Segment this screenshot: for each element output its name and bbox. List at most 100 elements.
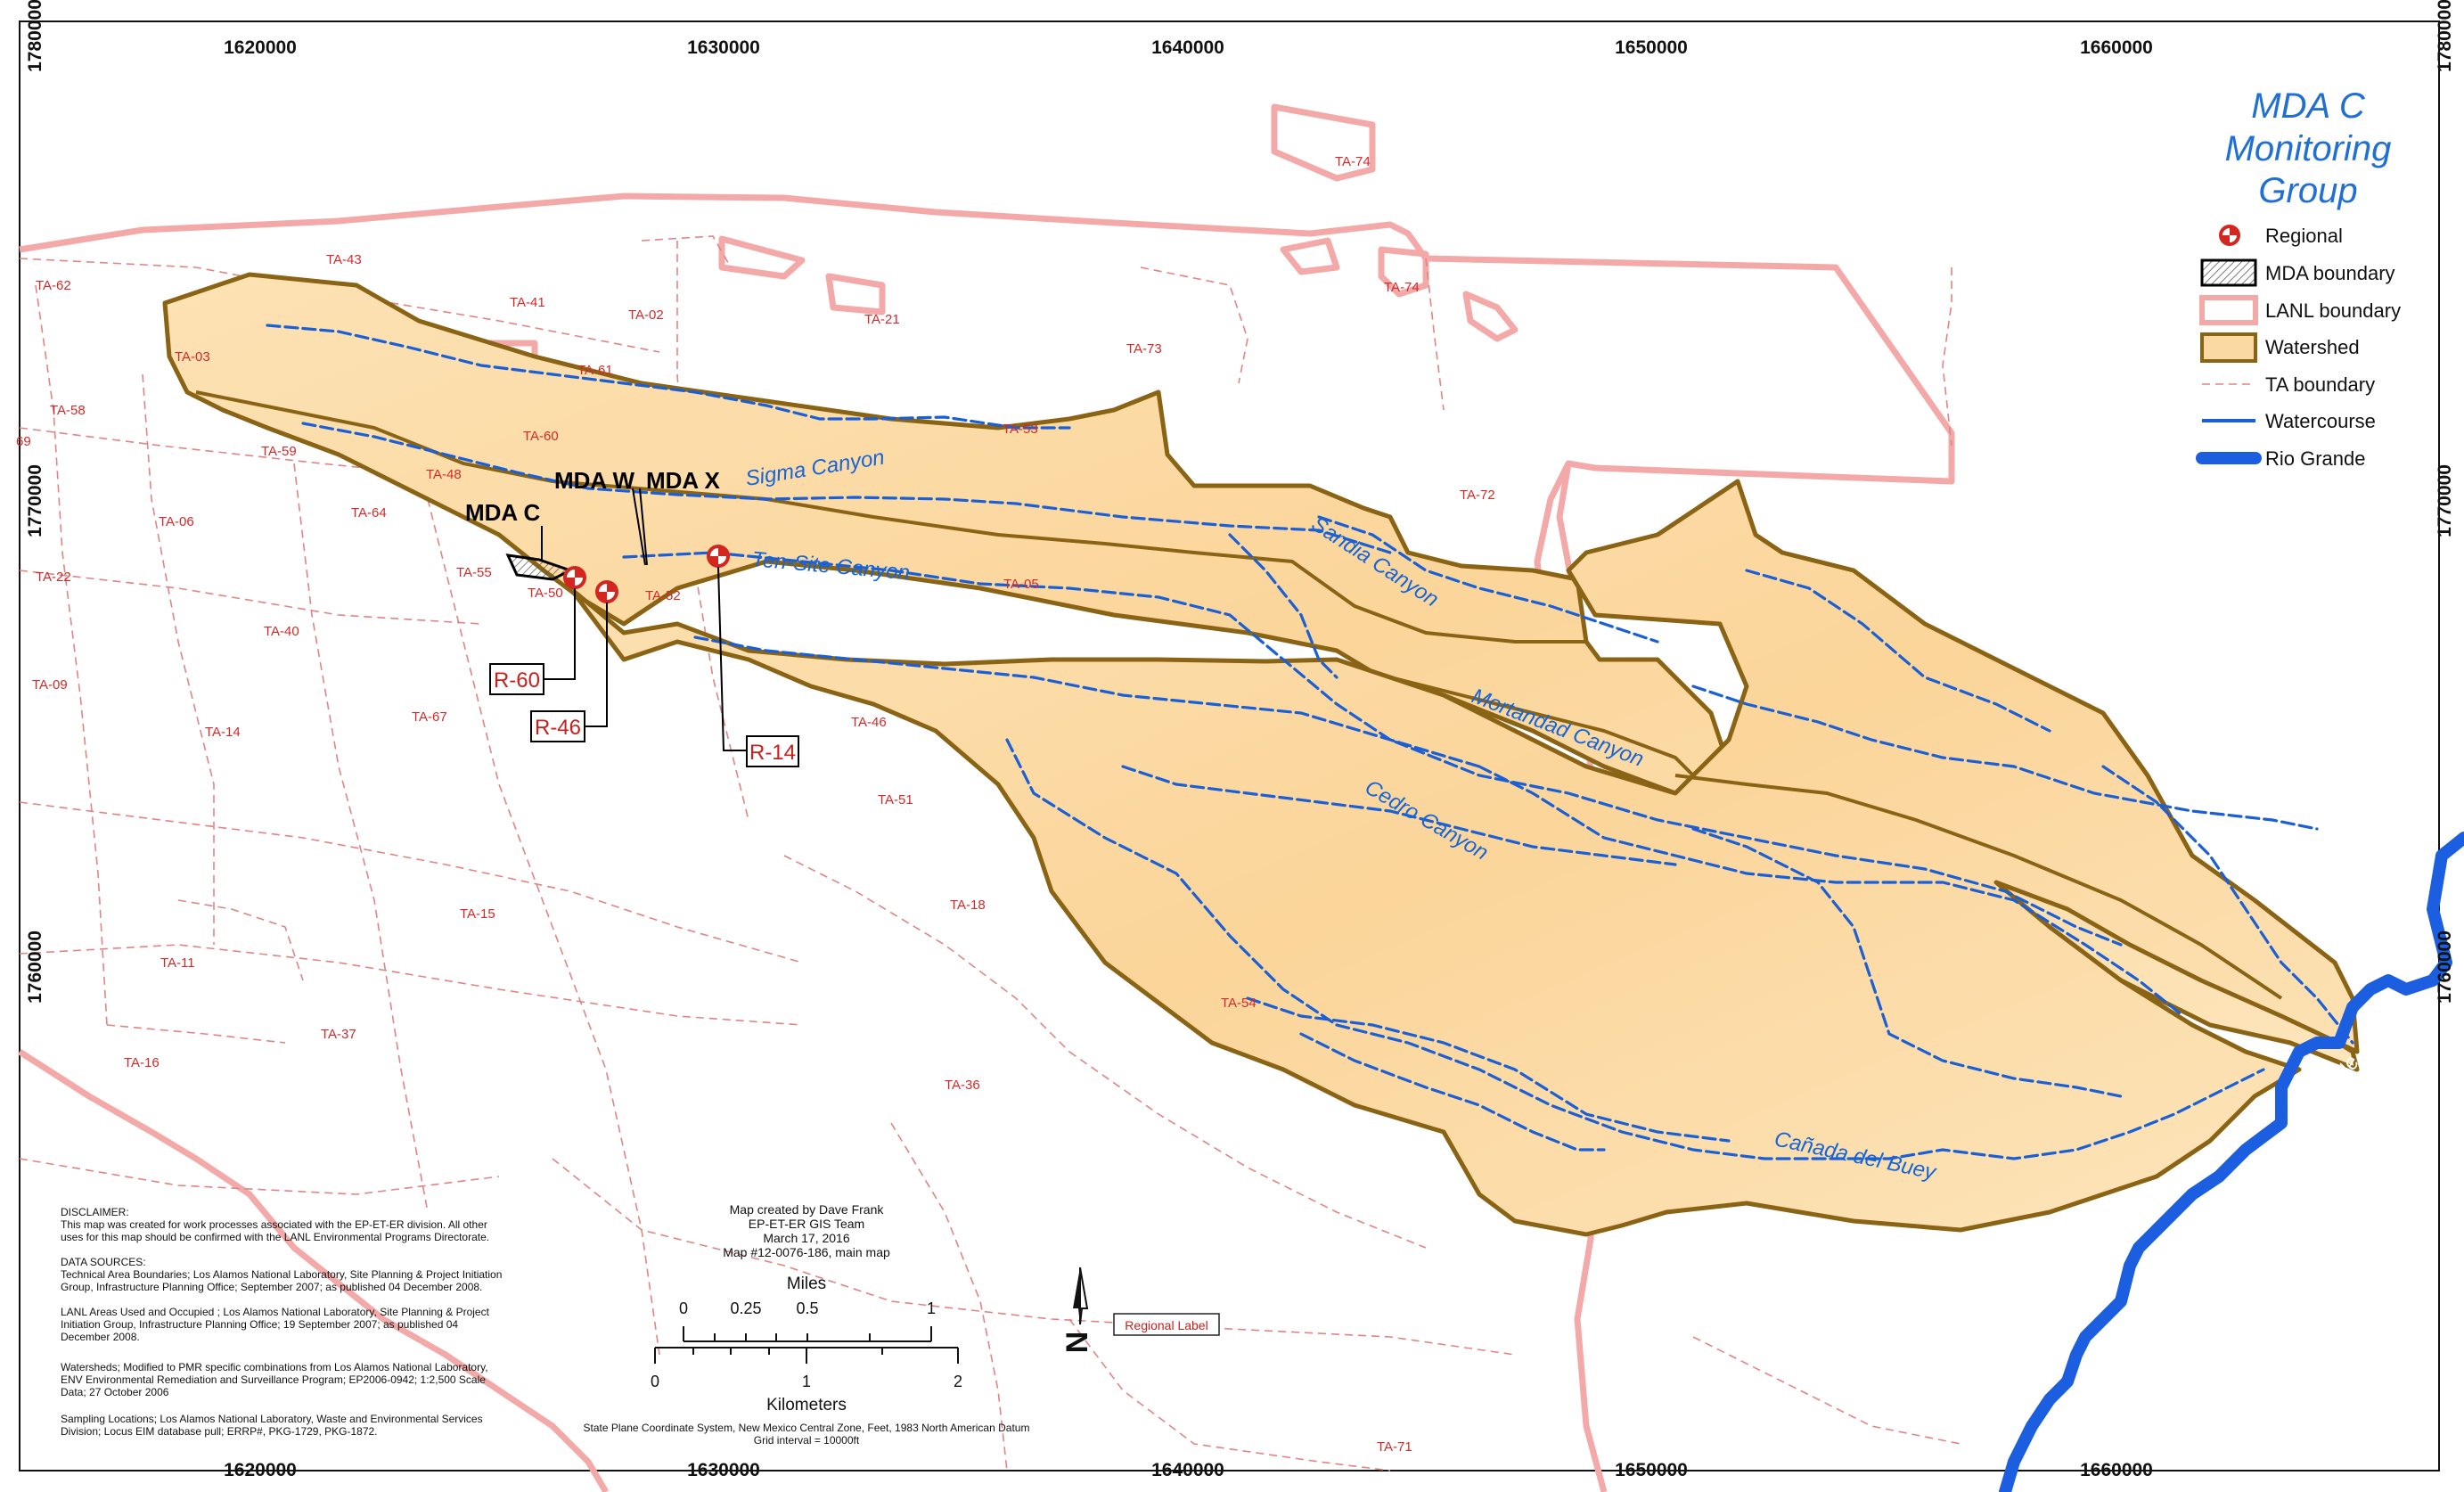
north-arrow-icon: N — [1060, 1267, 1094, 1353]
data-source-text: Initiation Group, Infrastructure Plannin… — [61, 1318, 458, 1331]
regional-label-key: Regional Label — [1113, 1313, 1220, 1336]
watershed-south — [568, 479, 2360, 1237]
legend-label: Rio Grande — [2265, 447, 2366, 470]
ta-label: TA-14 — [205, 725, 241, 740]
ta-label: TA-59 — [261, 444, 297, 459]
data-source-text: Watersheds; Modified to PMR specific com… — [61, 1361, 488, 1373]
legend-title-line3: Group — [2258, 171, 2357, 210]
grid-y-left-2: 1770000 — [25, 464, 45, 537]
ta-label: TA-37 — [321, 1027, 356, 1042]
leader-line — [544, 588, 576, 680]
scale-miles-tick: 1 — [927, 1299, 936, 1317]
mda-c-boundary — [505, 553, 574, 581]
ta-label: TA-46 — [851, 715, 887, 730]
ta-label: TA-41 — [510, 295, 545, 310]
ta-label: TA-06 — [159, 514, 194, 529]
ta-label: TA-74 — [1335, 154, 1371, 169]
grid-x-top-5: 1660000 — [2080, 37, 2153, 58]
rio-grande-river — [1999, 832, 2464, 1492]
regional-label-key-text: Regional Label — [1125, 1318, 1207, 1332]
grid-labels: 1620000 1630000 1640000 1650000 1660000 … — [25, 0, 2455, 1480]
north-arrow-label: N — [1060, 1332, 1094, 1354]
ta-label: TA-11 — [160, 955, 195, 971]
grid-y-left-3: 1760000 — [25, 930, 45, 1004]
ta-label: TA-54 — [1221, 996, 1257, 1011]
scale-km-tick: 1 — [802, 1373, 811, 1390]
scale-km-tick: 0 — [651, 1373, 659, 1390]
projection-note: State Plane Coordinate System, New Mexic… — [584, 1422, 1030, 1434]
grid-x-bottom-3: 1640000 — [1151, 1460, 1224, 1480]
grid-y-left-1: 1780000 — [25, 0, 45, 72]
ta-label: TA-15 — [460, 906, 495, 922]
ta-label: TA-71 — [1377, 1439, 1412, 1455]
disclaimer-block: DISCLAIMER: This map was created for wor… — [61, 1206, 502, 1438]
legend-label: Regional — [2265, 225, 2343, 247]
legend-title-line2: Monitoring — [2225, 129, 2392, 168]
ta-label: TA-55 — [456, 565, 492, 580]
ta-label: TA-67 — [412, 709, 447, 725]
ta-label: TA-36 — [945, 1078, 980, 1093]
leader-line — [717, 566, 747, 751]
legend-title-line1: MDA C — [2251, 86, 2366, 126]
ta-label: TA-48 — [426, 467, 462, 482]
regional-well-icon[interactable] — [563, 566, 586, 589]
data-source-text: Technical Area Boundaries; Los Alamos Na… — [61, 1268, 502, 1281]
mda-labels: MDA C MDA W MDA X — [465, 467, 720, 566]
disclaimer-heading: DISCLAIMER: — [61, 1206, 129, 1218]
leader-line — [585, 603, 608, 727]
data-source-text: Data; 27 October 2006 — [61, 1386, 169, 1398]
ta-label: TA-02 — [628, 307, 664, 323]
ta-label: TA-22 — [36, 570, 71, 585]
scale-km-tick: 2 — [954, 1373, 962, 1390]
scale-miles-tick: 0.25 — [730, 1299, 761, 1317]
mda-label-c: MDA C — [465, 499, 540, 526]
watershed-swatch — [2200, 332, 2257, 363]
ta-label: TA-74 — [1384, 280, 1420, 295]
scale-miles-tick: 0 — [679, 1299, 688, 1317]
data-source-text: Sampling Locations; Los Alamos National … — [61, 1413, 483, 1425]
ta-label: TA-21 — [864, 312, 900, 327]
credit-line: Map #12-0076-186, main map — [723, 1245, 890, 1259]
ta-label: TA-40 — [264, 624, 299, 639]
grid-x-bottom-2: 1630000 — [687, 1460, 760, 1480]
ta-label: TA-05 — [1003, 577, 1039, 592]
grid-x-bottom-5: 1660000 — [2080, 1460, 2153, 1480]
ta-label: TA-03 — [175, 349, 210, 365]
credit-line: Map created by Dave Frank — [730, 1202, 885, 1217]
well-label-r14: R-14 — [749, 741, 796, 765]
well-label-box-r60 — [489, 663, 544, 695]
data-source-text: ENV Environmental Remediation and Survei… — [61, 1373, 486, 1386]
ta-label: TA-16 — [124, 1055, 160, 1070]
well-label-r60: R-60 — [494, 668, 540, 693]
grid-x-top-3: 1640000 — [1151, 37, 1224, 58]
regional-well-icon[interactable] — [707, 545, 730, 568]
scale-ticks — [654, 1326, 959, 1364]
legend-label: LANL boundary — [2265, 299, 2401, 322]
ta-boundary-layer — [19, 235, 1961, 1472]
ta-label: TA-18 — [950, 898, 986, 913]
grid-x-top-4: 1650000 — [1615, 37, 1688, 58]
map-credits: Map created by Dave Frank EP-ET-ER GIS T… — [723, 1202, 890, 1259]
data-source-text: Division; Locus EIM database pull; ERRP#… — [61, 1425, 378, 1438]
legend: MDA C Monitoring Group Regional MDA boun… — [2196, 86, 2401, 470]
ta-label: TA-58 — [50, 403, 86, 418]
grid-x-bottom-1: 1620000 — [224, 1460, 297, 1480]
grid-y-right-1: 1780000 — [2435, 0, 2455, 72]
scale-km-title: Kilometers — [766, 1396, 847, 1414]
well-label-r46: R-46 — [535, 716, 581, 740]
data-source-text: December 2008. — [61, 1331, 140, 1343]
legend-label: MDA boundary — [2265, 262, 2395, 284]
disclaimer-text: uses for this map should be confirmed wi… — [61, 1231, 489, 1243]
ta-label: TA-53 — [1003, 422, 1038, 437]
data-sources-heading: DATA SOURCES: — [61, 1256, 146, 1268]
regional-well-icon[interactable] — [595, 580, 618, 603]
ta-label: TA-64 — [351, 505, 387, 521]
grid-x-top-2: 1630000 — [687, 37, 760, 58]
ta-label: TA-61 — [577, 363, 613, 378]
mda-label-x: MDA X — [646, 467, 720, 494]
watershed-divides — [195, 390, 2283, 1000]
well-label-box-r14 — [746, 735, 799, 767]
grid-y-right-3: 1760000 — [2435, 930, 2455, 1004]
grid-y-right-2: 1770000 — [2435, 464, 2455, 537]
